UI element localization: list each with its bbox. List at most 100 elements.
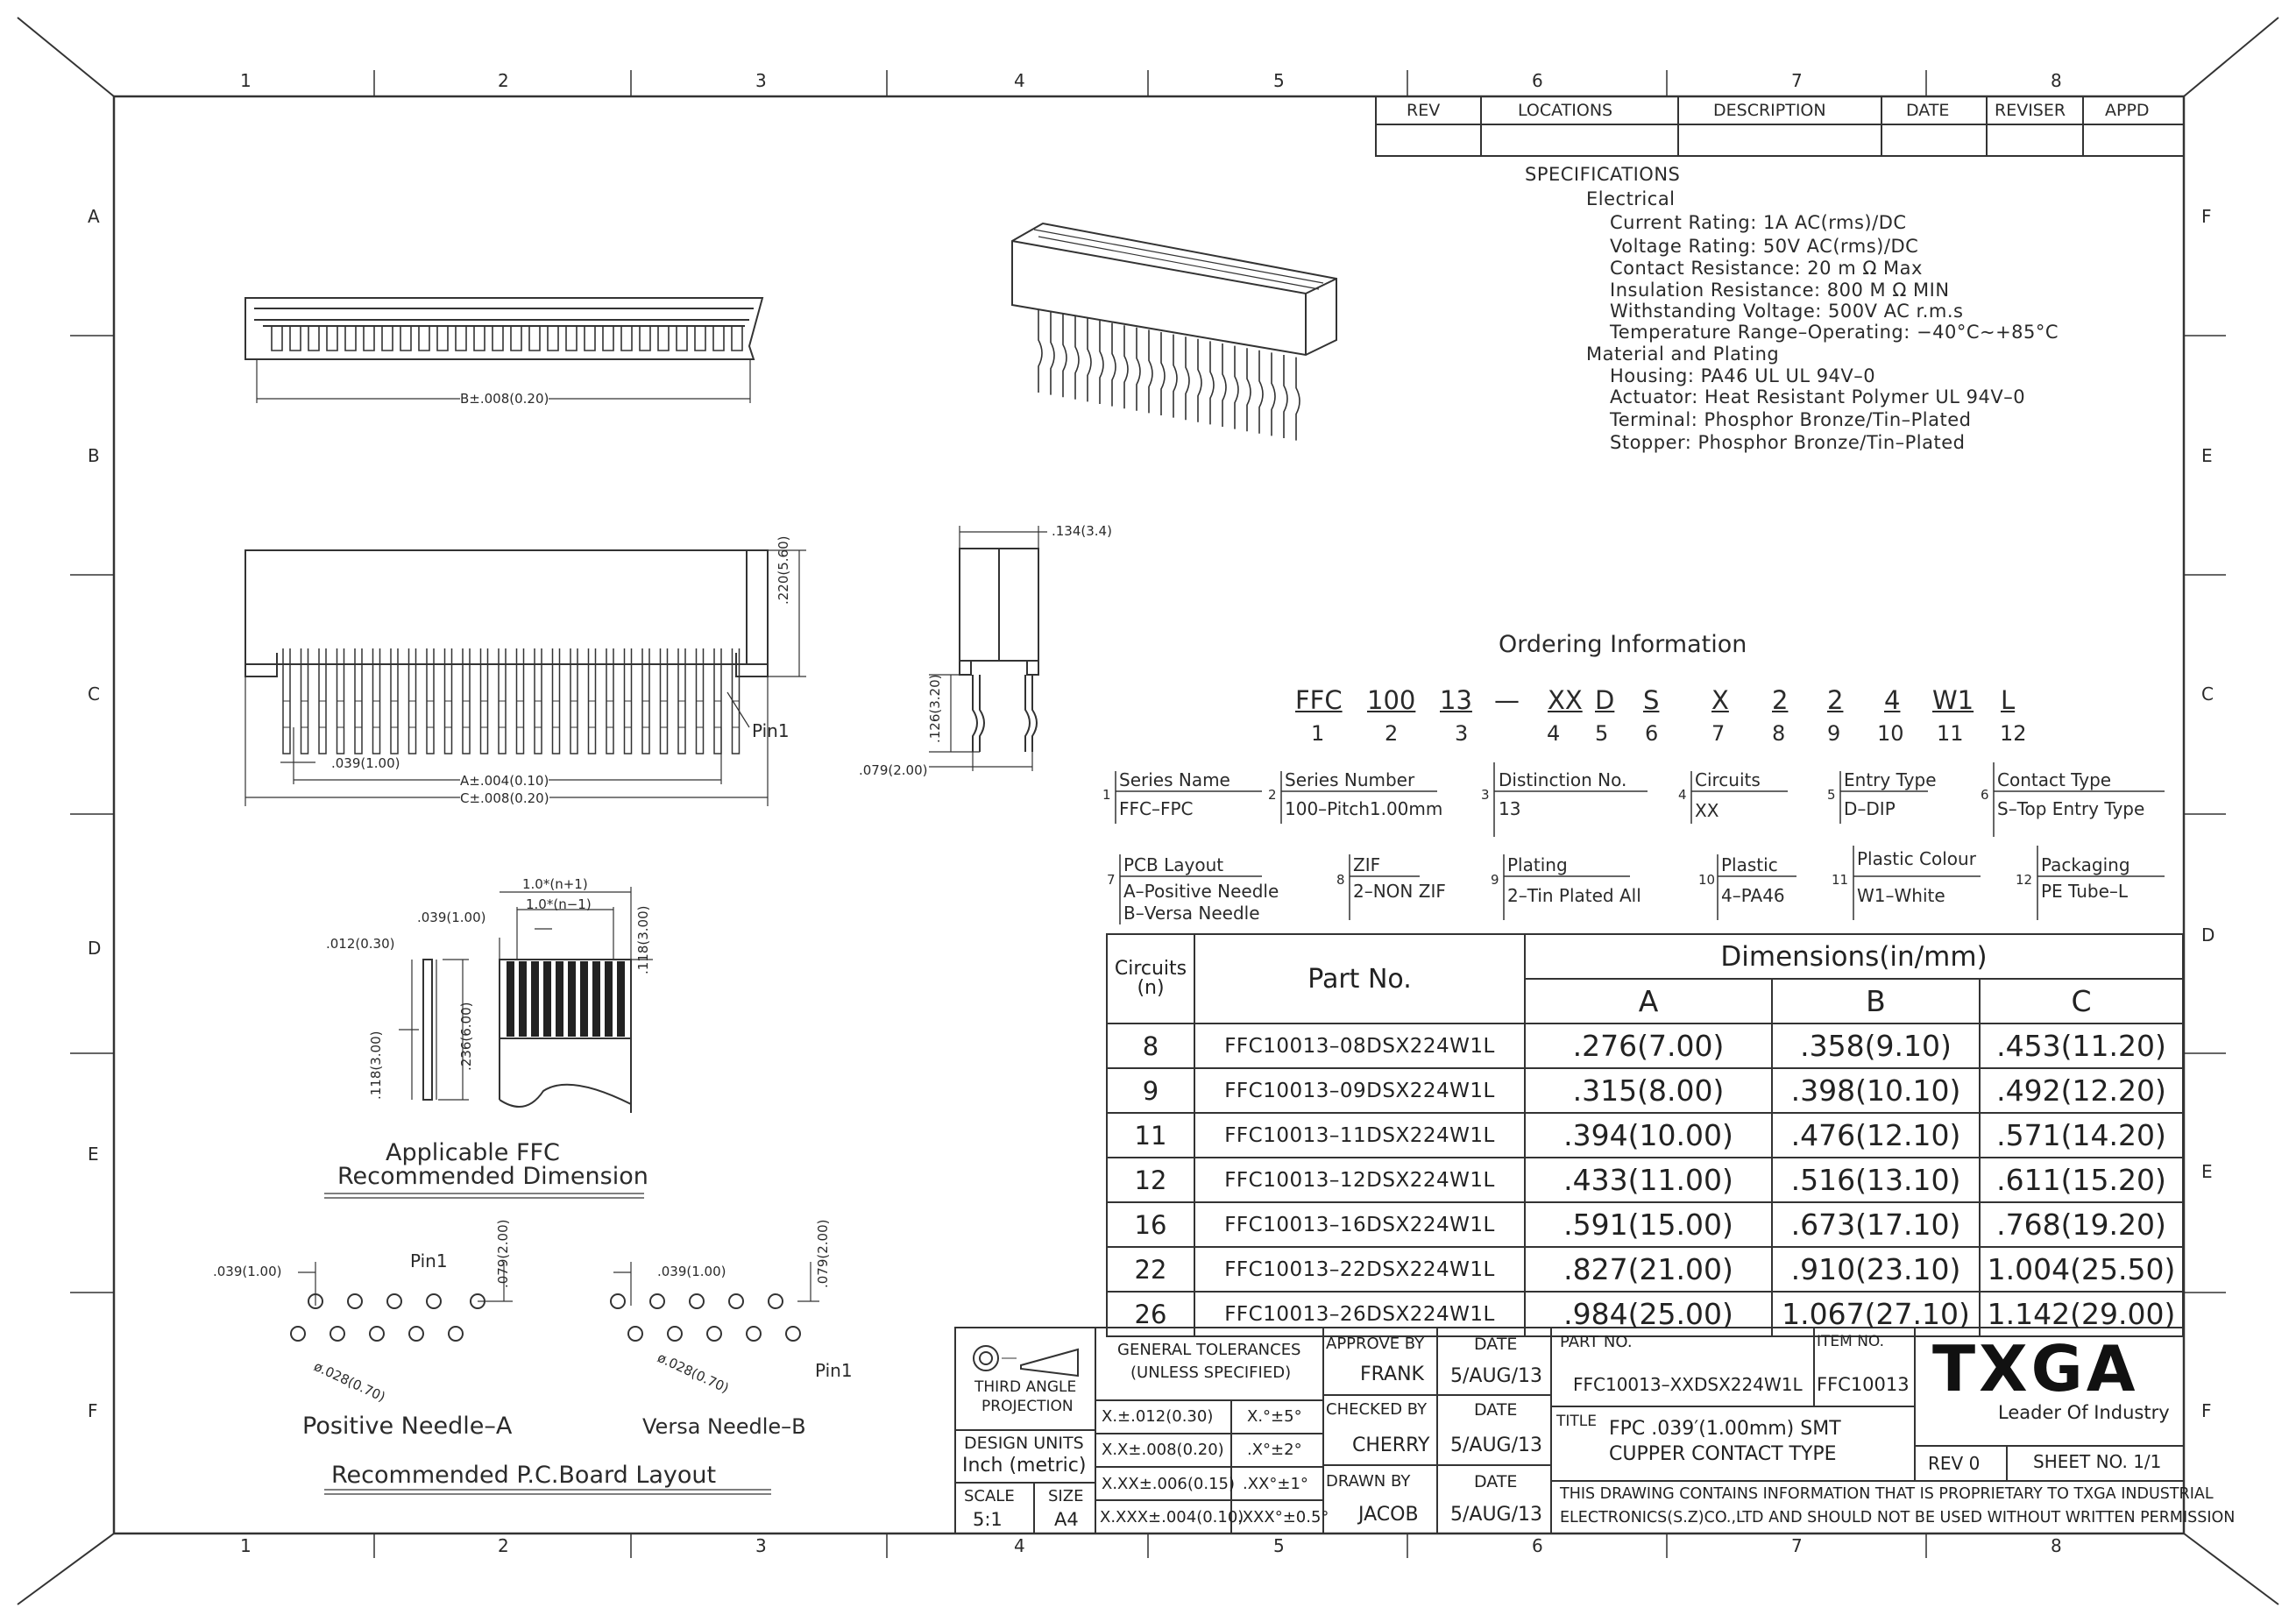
item-label: ITEM NO.: [1817, 1333, 1885, 1350]
pcb-pin1-label: Pin1: [815, 1360, 853, 1381]
dim-pitch-label: .039(1.00): [331, 755, 400, 771]
field-title: PCB Layout: [1123, 854, 1224, 875]
field-title: Plastic: [1721, 854, 1778, 875]
circuits-cell: 26: [1106, 1291, 1195, 1337]
top-tooth: [418, 326, 430, 351]
tolerance-value: X.XXX±.004(0.10): [1100, 1508, 1244, 1526]
col-label: 5: [1273, 1535, 1285, 1556]
ordering-number: 1: [1311, 721, 1325, 746]
col-label: 8: [2051, 70, 2062, 91]
rev-header: REVISER: [1995, 101, 2066, 120]
top-tooth: [400, 326, 412, 351]
tolerance-value: .XX°±1°: [1243, 1475, 1308, 1493]
ordering-number: 2: [1385, 721, 1399, 746]
rev-header: APPD: [2105, 101, 2150, 120]
date-value: 5/AUG/13: [1450, 1365, 1543, 1387]
pcb-row-label: .079(2.00): [815, 1219, 831, 1288]
ordering-code: 4: [1884, 685, 1901, 715]
col-label: 8: [2051, 1535, 2062, 1556]
dim-b-cell: 1.067(27.10): [1771, 1291, 1981, 1337]
col-label: 5: [1273, 70, 1285, 91]
ffc-thick-label: .012(0.30): [326, 936, 395, 952]
dim-a-cell: .433(11.00): [1524, 1157, 1773, 1203]
row-label: F: [2201, 206, 2212, 227]
tolerance-value: X.°±5°: [1247, 1407, 1302, 1426]
col-label: 1: [240, 70, 252, 91]
circuits-cell: 22: [1106, 1246, 1195, 1293]
pcb-hole: [448, 1326, 464, 1342]
part-cell: FFC10013–11DSX224W1L: [1194, 1112, 1526, 1158]
ffc-len-label: .236(6.00): [458, 1002, 474, 1071]
ffc-conductor: [507, 961, 514, 1037]
date-label: DATE: [1474, 1400, 1518, 1420]
spec-line: Electrical: [1586, 188, 1676, 209]
part-cell: FFC10013–12DSX224W1L: [1194, 1157, 1526, 1203]
title-line: FPC .039′(1.00mm) SMT: [1609, 1418, 1841, 1440]
spec-title: SPECIFICATIONS: [1525, 164, 1681, 185]
side-view-drawing: [929, 526, 1047, 771]
dim-c-label: C±.008(0.20): [460, 790, 549, 806]
row-label: F: [2201, 1400, 2212, 1421]
part-header: Part No.: [1194, 933, 1526, 1024]
checked-label: CHECKED BY: [1326, 1400, 1428, 1419]
dim-c-cell: .492(12.20): [1979, 1067, 2184, 1114]
field-number: 8: [1336, 872, 1345, 888]
brand-tagline: Leader Of Industry: [1998, 1402, 2170, 1423]
circuits-cell: 8: [1106, 1023, 1195, 1069]
dim-side-w-label: .079(2.00): [859, 762, 928, 778]
pcb-hole: [689, 1293, 705, 1309]
ordering-code: D: [1595, 685, 1615, 715]
ffc-drawing: [324, 887, 653, 1199]
ffc-conductor: [519, 961, 527, 1037]
spec-line: Temperature Range–Operating: −40°C∼+85°C: [1610, 322, 2059, 343]
top-tooth: [289, 326, 301, 351]
ordering-code: 2: [1772, 685, 1789, 715]
ordering-dash: —: [1494, 685, 1520, 715]
size-label: SIZE: [1048, 1487, 1084, 1505]
circuits-cell: 9: [1106, 1067, 1195, 1114]
field-number: 12: [2016, 872, 2033, 888]
ordering-number: 9: [1827, 721, 1841, 746]
iso-lead: [1258, 350, 1264, 434]
row-label: E: [88, 1144, 99, 1165]
top-tooth: [436, 326, 449, 351]
col-b-header: B: [1771, 978, 1981, 1024]
field-title: Distinction No.: [1499, 769, 1627, 790]
pcb-caption: Recommended P.C.Board Layout: [331, 1462, 717, 1489]
iso-lead: [1123, 325, 1129, 409]
iso-lead: [1295, 357, 1300, 441]
drawn-value: JACOB: [1358, 1504, 1419, 1526]
scale-label: SCALE: [964, 1487, 1015, 1505]
pcb-layout-drawing: [290, 1262, 819, 1495]
approve-value: FRANK: [1360, 1363, 1424, 1385]
projection-label: PROJECTION: [981, 1398, 1074, 1415]
ffc-len-label: .118(3.00): [368, 1031, 384, 1100]
field-number: 7: [1107, 872, 1116, 888]
dim-b-cell: .476(12.10): [1771, 1112, 1981, 1158]
dim-a-cell: .394(10.00): [1524, 1112, 1773, 1158]
dim-c-cell: 1.004(25.50): [1979, 1246, 2184, 1293]
col-label: 1: [240, 1535, 252, 1556]
dim-c-cell: .453(11.20): [1979, 1023, 2184, 1069]
field-number: 9: [1491, 872, 1499, 888]
tolerance-value: .X°±2°: [1247, 1441, 1302, 1459]
ffc-conductor: [568, 961, 576, 1037]
spec-line: Terminal: Phosphor Bronze/Tin–Plated: [1610, 409, 1972, 430]
rev-header: REV: [1407, 101, 1441, 120]
pcb-hole: [649, 1293, 665, 1309]
iso-lead: [1234, 345, 1239, 429]
top-tooth: [694, 326, 706, 351]
row-label: E: [2201, 445, 2213, 466]
pcb-hole: [369, 1326, 385, 1342]
top-tooth: [676, 326, 688, 351]
dim-a-cell: .827(21.00): [1524, 1246, 1773, 1293]
field-value: 13: [1499, 798, 1521, 819]
units-label: DESIGN UNITS: [964, 1434, 1084, 1453]
top-tooth: [492, 326, 504, 351]
col-c-header: C: [1979, 978, 2184, 1024]
